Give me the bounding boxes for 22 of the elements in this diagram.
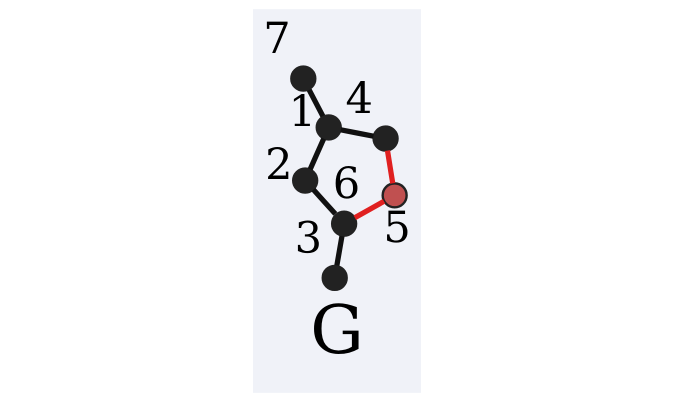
connector [340,127,374,139]
connector [334,236,344,266]
node-label: 7 [262,14,290,64]
connector [310,188,337,216]
node-circle [290,65,316,92]
connector [353,199,385,220]
node-circle [315,114,342,141]
caption: G [310,291,364,370]
node-label: 2 [264,140,292,190]
node-circle [321,264,348,292]
node-label: 6 [332,159,360,210]
node-circle [380,182,408,209]
node-label: 5 [382,202,410,253]
connector [384,150,395,184]
connector [307,138,326,170]
node-label: 4 [345,74,372,124]
node-circle [330,210,357,237]
node-label: 3 [294,213,322,264]
node-circle [292,167,318,194]
connector [306,88,325,118]
node-label: 1 [288,86,316,137]
node-circle [372,125,398,152]
